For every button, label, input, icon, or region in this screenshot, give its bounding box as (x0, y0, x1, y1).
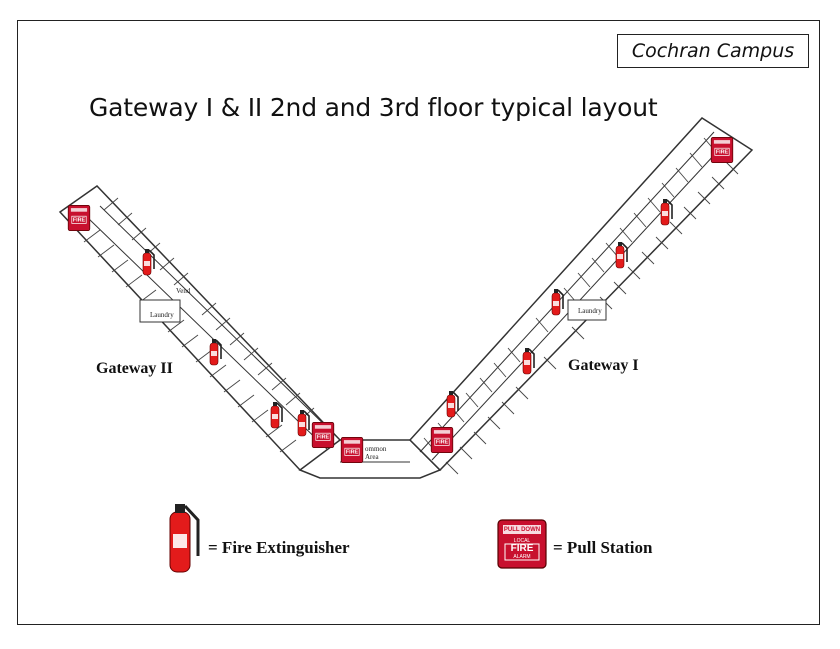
gateway-ii-wing (58, 185, 341, 471)
page-title: Gateway I & II 2nd and 3rd floor typical… (89, 93, 658, 122)
extinguisher-legend-label: = Fire Extinguisher (208, 538, 350, 557)
gateway-ii-label: Gateway II (96, 360, 173, 377)
pull-station-icon (497, 519, 547, 569)
map-frame (17, 20, 820, 625)
pull-station-legend-label: = Pull Station (553, 538, 653, 557)
gateway-i-wing (408, 117, 754, 475)
common-area-label: ommon Area (365, 445, 387, 461)
gateway-i-label: Gateway I (568, 357, 639, 374)
pull-station-marker (311, 421, 335, 449)
campus-label: Cochran Campus (617, 34, 809, 68)
pull-station-marker (340, 436, 364, 464)
laundry-right-label: Laundry (578, 307, 602, 315)
pull-station-marker (710, 136, 734, 164)
vend-label: Vend (176, 287, 191, 295)
pull-station-marker (67, 204, 91, 232)
pull-station-marker (430, 426, 454, 454)
fire-extinguisher-icon (169, 504, 200, 573)
pull-station-legend-text: PULL DOWN LOCAL FIRE ALARM (503, 527, 541, 560)
laundry-left-label: Laundry (150, 311, 174, 319)
